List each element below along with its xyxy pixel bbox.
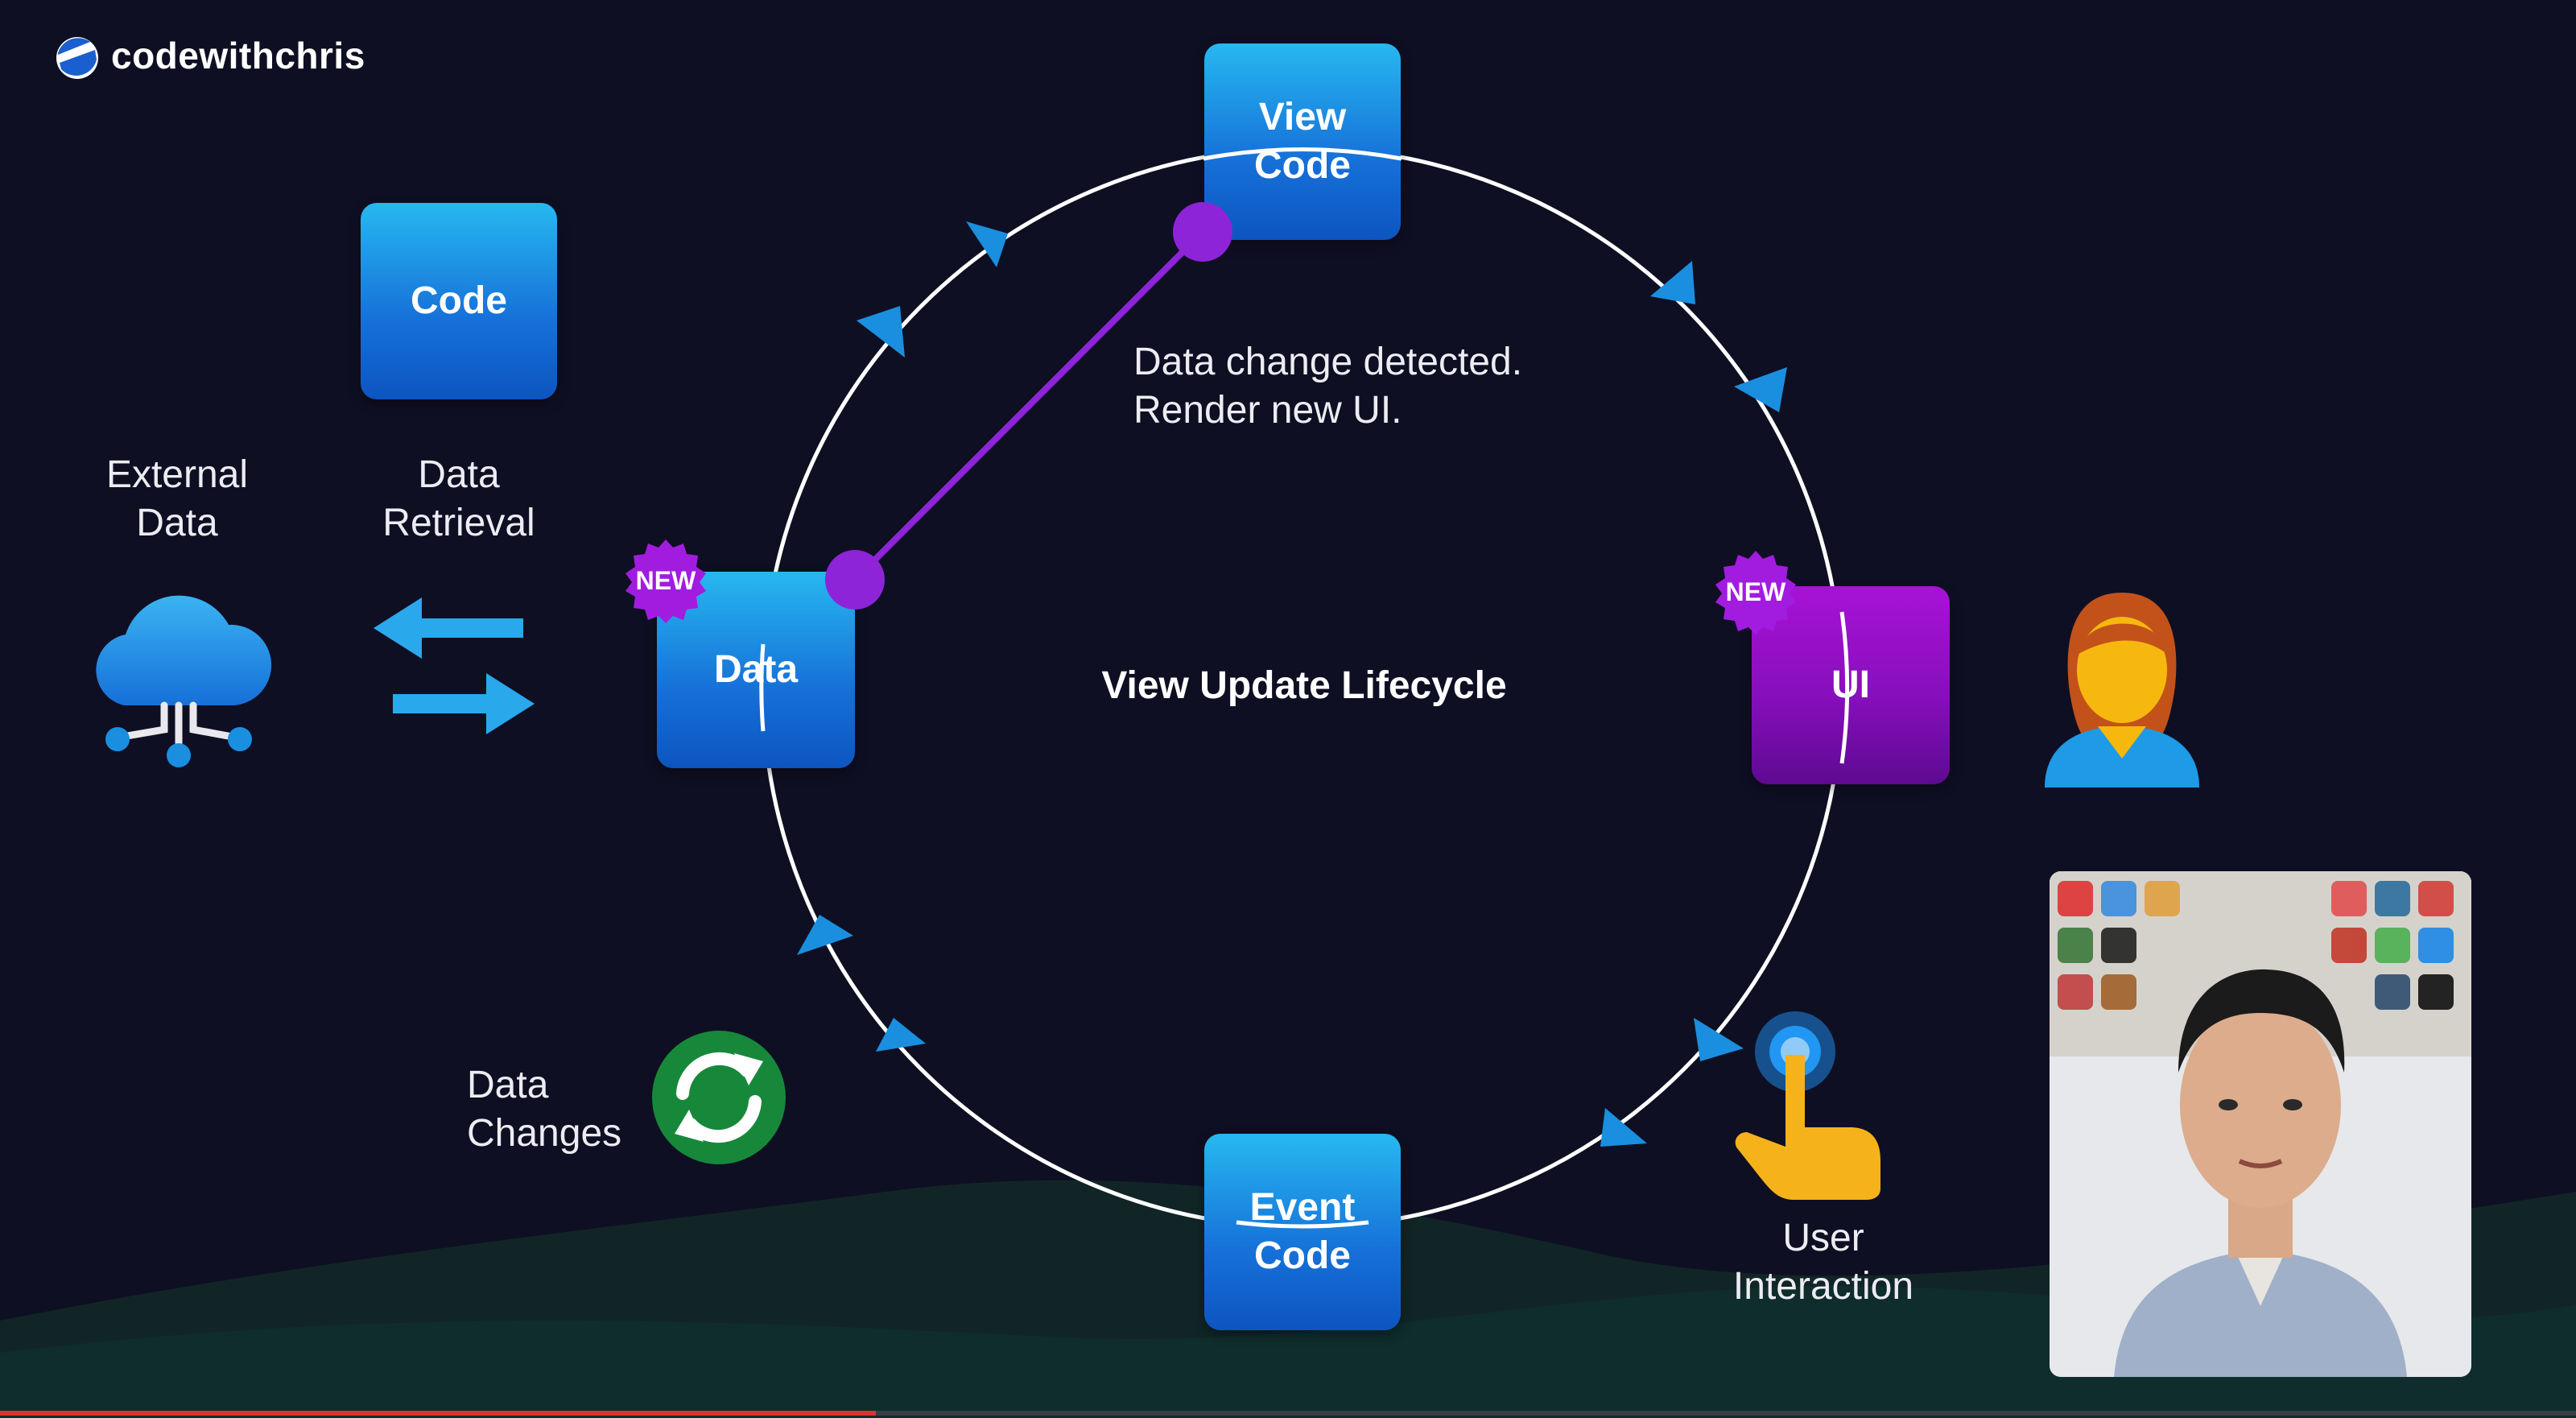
new-badge-label: NEW [1725,577,1786,606]
data-retrieval-label: Data Retrieval [346,451,572,548]
cycle-arrow [876,1018,926,1052]
user-interaction-label: User Interaction [1707,1214,1940,1311]
external-data-label: External Data [64,451,290,548]
view-code-box: View Code [1204,43,1401,240]
external-data-line1: External [105,453,249,496]
data-changes-line2: Changes [467,1112,622,1155]
sync-icon [652,1031,786,1164]
cycle-arrow [797,915,853,955]
video-progress-fill [0,1411,876,1416]
diagram-title: View Update Lifecycle [1101,664,1507,707]
code-box: Code [361,203,557,399]
event-code-box: Event Code [1204,1134,1401,1330]
data-retrieval-line1: Data [418,453,500,496]
data-retrieval-line2: Retrieval [382,502,535,544]
new-badge-label: NEW [635,565,696,595]
person-icon [2045,593,2199,788]
data-box-label: Data [713,648,799,691]
new-badge-data: NEW [623,538,708,623]
cycle-arrow [1694,1018,1744,1061]
presenter-webcam [2050,871,2471,1377]
render-annotation-line2: Render new UI. [1133,389,1402,432]
data-changes-line1: Data [467,1064,549,1106]
starburst-icon [1715,551,1796,635]
tap-hand-icon [1735,1011,1880,1200]
code-box-label: Code [411,279,507,322]
event-code-line2: Code [1254,1234,1351,1277]
cycle-arrow [1600,1108,1647,1147]
cloud-network-icon [96,595,272,767]
presenter-video-frame [2050,871,2471,1377]
new-badge-ui: NEW [1713,549,1798,635]
brand-logo-icon [56,37,98,79]
starburst-icon [625,540,706,623]
view-code-line2: Code [1254,144,1351,187]
brand-name: codewithchris [111,35,365,76]
ui-box-label: UI [1831,664,1870,706]
swap-arrows-icon [374,597,535,734]
cycle-arrow [1734,367,1787,412]
data-changes-label: Data Changes [467,1061,628,1158]
cycle-arrow [1650,261,1695,304]
video-progress-bar[interactable] [0,1411,2576,1416]
user-interaction-line2: Interaction [1732,1265,1914,1308]
external-data-line2: Data [136,502,218,544]
user-interaction-line1: User [1782,1217,1864,1259]
event-code-line1: Event [1249,1186,1356,1229]
render-annotation: Data change detected. Render new UI. [1133,338,1616,435]
render-annotation-line1: Data change detected. [1133,341,1523,383]
view-code-line1: View [1258,96,1347,138]
